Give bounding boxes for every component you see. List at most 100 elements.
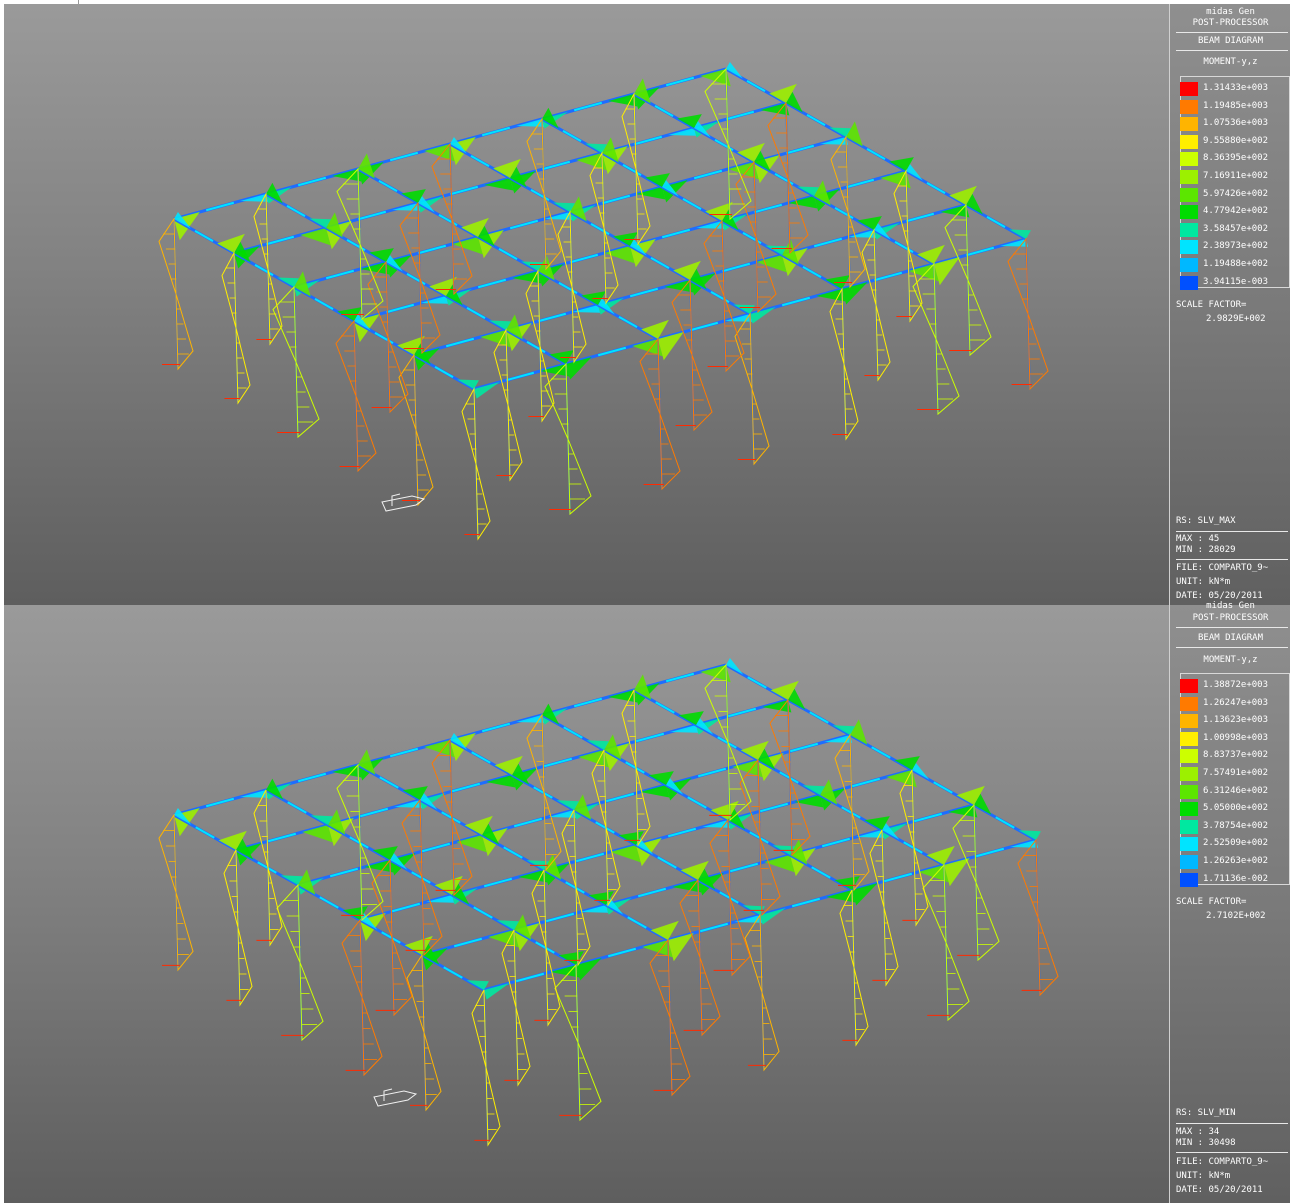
moment-fill [824,735,853,743]
moment-fill [300,228,331,246]
beam-midspan [785,144,815,155]
beam-midspan [349,836,369,849]
beam-midspan [513,817,543,828]
beam-midspan [590,223,610,235]
column-moment-outline [851,812,870,892]
beam-midspan [483,877,513,888]
scale-value-label: 3.94115e-003 [1203,276,1269,287]
scale-swatch [1180,679,1198,693]
diagram-label: BEAM DIAGRAM [1197,633,1264,643]
column-moment-outline [539,345,555,423]
beam-diagram-canvas[interactable] [4,605,1169,1203]
beam-midspan [417,244,447,255]
moment-fill [580,905,609,913]
moment-fill [358,153,375,179]
scale-value-label: 3.58457e+002 [1203,223,1269,234]
column-moment-outline [679,878,701,958]
axis-triad-icon [373,1088,418,1107]
beam-midspan [195,826,215,839]
moment-fill [658,332,684,361]
beam-midspan [689,321,719,332]
moment-fill [354,314,371,331]
moment-fill [512,763,530,785]
beam-midspan [481,722,511,733]
column-moment-outline [276,883,301,963]
column-moment-outline [761,992,780,1072]
column-moment-outline [755,236,777,314]
beam-midspan [379,776,399,789]
column-moment-outline [727,143,752,221]
beam-midspan [533,786,553,799]
column-moment-outline [577,1042,602,1122]
moment-fill [277,277,299,287]
beam-midspan [625,761,645,774]
beam-midspan [434,366,454,378]
moment-fill [512,271,542,284]
scale-factor-value: 2.9829E+002 [1206,314,1266,324]
beam-midspan [381,931,401,944]
moment-fill [576,958,602,981]
column-moment-outline [847,211,866,289]
beam-midspan [913,812,943,823]
column-moment-outline [175,892,194,972]
scale-swatch [1180,714,1198,729]
column-moment-outline [649,938,671,1018]
beam-midspan [286,205,306,217]
moment-fill [240,194,269,202]
moment-fill [1000,239,1029,247]
scale-row: 1.00998e+003 [1180,730,1288,747]
column-moment-outline [423,1032,442,1112]
model-viewport[interactable] [4,4,1169,605]
moment-fill [640,785,670,798]
scale-row: 3.78754e+002 [1180,818,1288,835]
beam-diagram-canvas[interactable] [4,4,1169,605]
column-moment-outline [893,169,909,247]
moment-fill [480,330,511,348]
moment-fill [602,137,619,163]
moment-fill [402,786,428,800]
moment-fill [668,128,697,136]
moment-fill [174,212,191,229]
moment-fill [678,711,704,725]
moment-fill [940,205,970,218]
result-label: MOMENT-y,z [1203,57,1258,67]
moment-fill [908,264,939,282]
moment-fill [857,216,882,230]
moment-fill [762,700,792,713]
beam-midspan [965,246,995,257]
moment-fill [740,740,769,760]
column-moment-outline [235,327,251,405]
beam-midspan [438,214,458,226]
scale-swatch [1180,837,1198,852]
moment-fill [466,980,489,990]
column-group [158,663,1059,1147]
divider [1176,50,1288,51]
moment-fill [218,830,247,850]
column-moment-outline [371,858,393,938]
scale-swatch [1180,117,1198,132]
beam-midspan [194,230,214,242]
beam-midspan [569,253,599,264]
column-moment-outline [267,867,283,947]
beam-midspan [926,182,946,194]
app-name: midas Gen [1206,601,1255,611]
column-moment-outline [531,869,547,948]
beam-midspan [811,866,831,879]
column-moment-outline [431,738,453,818]
beam-midspan [453,937,483,948]
beam-midspan [515,972,545,983]
moment-fill [328,809,346,835]
beam-midspan [406,273,426,285]
beam-midspan [725,110,755,121]
moment-fill [420,793,438,810]
column-moment-outline [834,733,853,813]
beam-midspan [257,861,277,874]
moment-fill [578,750,609,768]
column-moment-outline [727,742,752,822]
beam-midspan [753,203,783,214]
moment-fill [521,261,543,271]
beam-group [173,62,1031,399]
beam-midspan [421,842,451,853]
beam-midspan [445,337,475,348]
model-viewport[interactable] [4,605,1169,1203]
